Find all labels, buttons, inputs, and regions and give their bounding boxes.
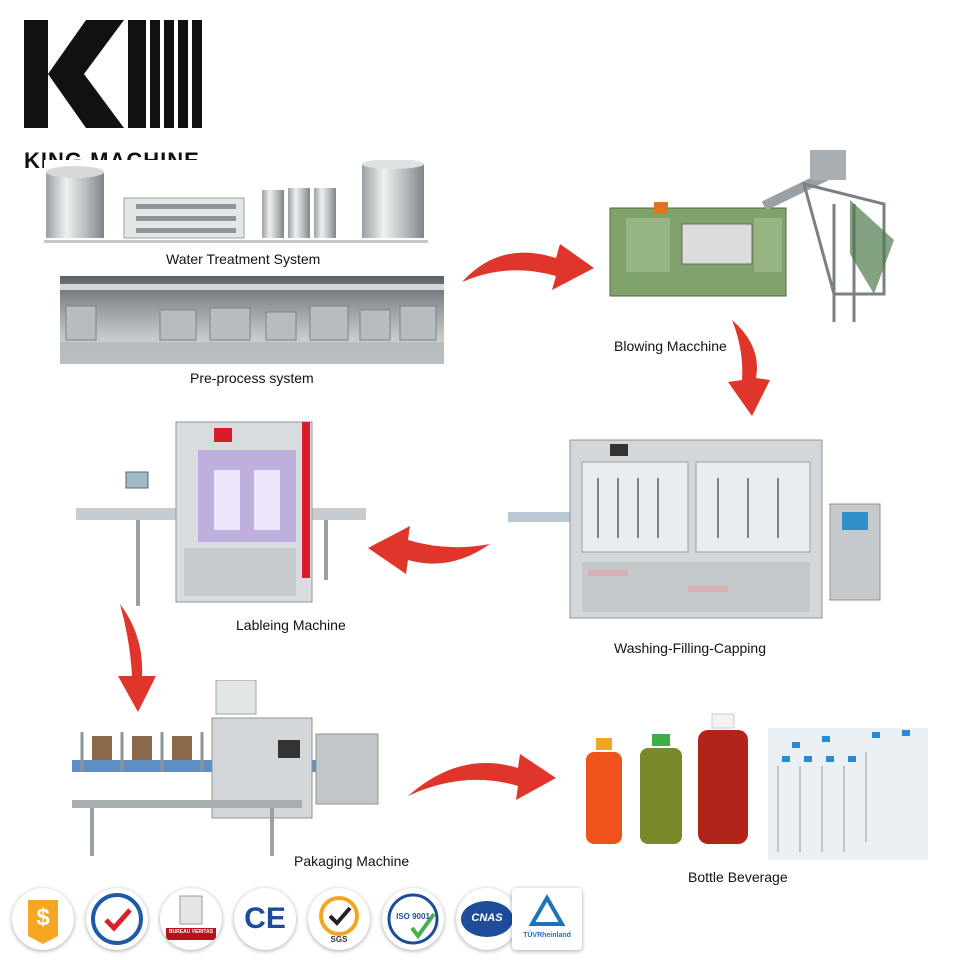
arrow-to-packaging-icon	[118, 604, 156, 712]
ce-mark-icon: CE	[244, 902, 286, 935]
certification-badge: SGS	[308, 888, 370, 950]
sgs-icon	[319, 896, 359, 936]
quality-check-icon	[91, 893, 143, 945]
caption-blowing: Blowing Macchine	[614, 338, 727, 354]
iso-9001-icon	[387, 893, 439, 945]
certification-badge: CE	[234, 888, 296, 950]
water-treatment-photo	[44, 160, 428, 252]
certification-badge	[86, 888, 148, 950]
arrow-to-washing-icon	[728, 320, 770, 416]
bureau-veritas-icon	[166, 895, 216, 940]
caption-beverage: Bottle Beverage	[688, 869, 788, 885]
caption-labeling: Lableing Machine	[236, 617, 346, 633]
arrow-to-blowing-icon	[462, 244, 594, 290]
caption-washing-filling-capping: Washing-Filling-Capping	[614, 640, 766, 656]
labeling-machine-photo	[76, 420, 366, 606]
washing-filling-capping-photo	[508, 438, 882, 622]
certification-badge: CNAS	[456, 888, 518, 950]
arrow-to-labeling-icon	[368, 526, 490, 574]
caption-packaging: Pakaging Machine	[294, 853, 410, 869]
bottle-beverage-photo	[582, 712, 932, 872]
caption-pre-process: Pre-process system	[190, 370, 314, 386]
king-machine-logo-icon	[24, 20, 202, 128]
certification-badge: TÜVRheinland	[512, 888, 582, 950]
cnas-icon	[461, 901, 513, 937]
caption-water-treatment: Water Treatment System	[166, 251, 321, 267]
certification-badge: BUREAU VERITAS	[160, 888, 222, 950]
certification-badge: $	[12, 888, 74, 950]
pre-process-photo	[60, 276, 444, 364]
tuv-rheinland-icon	[528, 893, 566, 926]
blowing-machine-photo	[604, 144, 898, 326]
packaging-machine-photo	[72, 680, 382, 860]
arrow-to-beverage-icon	[408, 754, 556, 800]
dollar-shield-icon	[28, 900, 58, 944]
certification-badge: ISO 9001	[382, 888, 444, 950]
